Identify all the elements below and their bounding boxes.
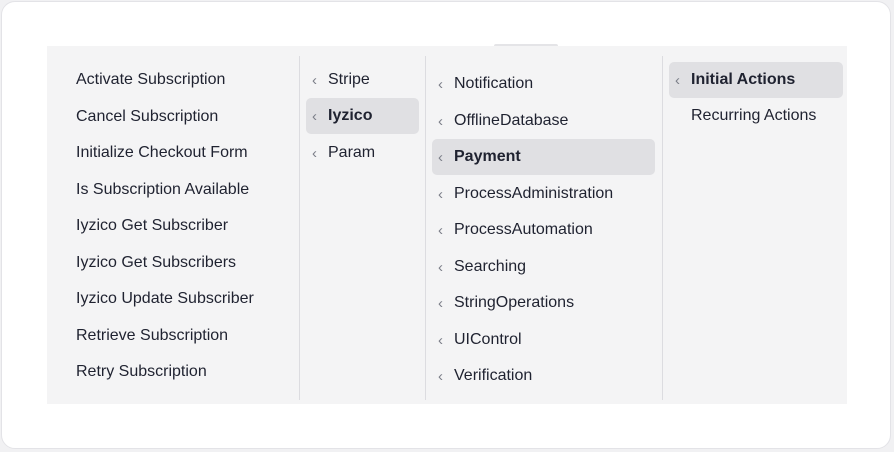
menu-item-label: Iyzico [328,107,373,124]
menu-item-searching[interactable]: ‹ Searching [432,249,655,285]
chevron-left-icon: ‹ [438,258,443,276]
menu-item-label: Stripe [328,71,370,88]
chevron-left-icon: ‹ [438,294,443,312]
menu-item-iyzico-update-subscriber[interactable]: Iyzico Update Subscriber [76,281,254,317]
cascading-menu: Activate Subscription Cancel Subscriptio… [47,46,847,404]
menu-item-label: ProcessAdministration [454,185,614,202]
menu-item-verification[interactable]: ‹ Verification [432,358,655,394]
menu-item-label: Notification [454,75,534,92]
menu-item-label: Verification [454,367,533,384]
menu-item-label: Searching [454,258,527,275]
menu-item-string-operations[interactable]: ‹ StringOperations [432,285,655,321]
menu-item-initial-actions[interactable]: ‹ Initial Actions [669,62,843,98]
menu-item-label: Retry Subscription [76,363,207,380]
menu-item-offline-database[interactable]: ‹ OfflineDatabase [432,103,655,139]
menu-item-label: ProcessAutomation [454,221,593,238]
menu-item-cancel-subscription[interactable]: Cancel Subscription [76,99,218,135]
menu-item-label: Iyzico Get Subscribers [76,254,237,271]
chevron-left-icon: ‹ [438,75,443,93]
menu-item-label: Recurring Actions [691,107,817,124]
menu-item-label: Iyzico Get Subscriber [76,217,229,234]
menu-item-payment[interactable]: ‹ Payment [432,139,655,175]
menu-item-label: Initialize Checkout Form [76,144,248,161]
menu-item-retry-subscription[interactable]: Retry Subscription [76,354,207,390]
menu-item-label: Param [328,144,376,161]
menu-item-iyzico-get-subscriber[interactable]: Iyzico Get Subscriber [76,208,228,244]
menu-item-activate-subscription[interactable]: Activate Subscription [76,62,225,98]
menu-item-ui-control[interactable]: ‹ UIControl [432,322,655,358]
menu-item-iyzico-get-subscribers[interactable]: Iyzico Get Subscribers [76,245,236,281]
menu-item-initialize-checkout-form[interactable]: Initialize Checkout Form [76,135,248,171]
menu-item-iyzico[interactable]: ‹ Iyzico [306,98,419,134]
menu-item-label: Retrieve Subscription [76,327,229,344]
chevron-left-icon: ‹ [438,112,443,130]
menu-item-label: Iyzico Update Subscriber [76,290,254,307]
menu-item-retrieve-subscription[interactable]: Retrieve Subscription [76,318,228,354]
menu-item-process-automation[interactable]: ‹ ProcessAutomation [432,212,655,248]
chevron-left-icon: ‹ [438,331,443,349]
menu-item-label: OfflineDatabase [454,112,569,129]
menu-item-label: Cancel Subscription [76,108,219,125]
chevron-left-icon: ‹ [438,148,443,166]
menu-item-param[interactable]: ‹ Param [306,135,419,171]
chevron-left-icon: ‹ [438,367,443,385]
chevron-left-icon: ‹ [438,221,443,239]
menu-item-label: UIControl [454,331,522,348]
menu-item-label: Payment [454,148,521,165]
menu-item-notification[interactable]: ‹ Notification [432,66,655,102]
menu-item-label: Is Subscription Available [76,181,250,198]
chevron-left-icon: ‹ [312,107,317,125]
menu-item-stripe[interactable]: ‹ Stripe [306,62,419,98]
menu-item-label: Initial Actions [691,71,796,88]
menu-item-label: StringOperations [454,294,575,311]
column-divider [662,56,663,400]
column-divider [425,56,426,400]
menu-item-is-subscription-available[interactable]: Is Subscription Available [76,172,249,208]
menu-item-process-administration[interactable]: ‹ ProcessAdministration [432,176,655,212]
column-divider [299,56,300,400]
menu-item-recurring-actions[interactable]: Recurring Actions [669,98,843,134]
chevron-left-icon: ‹ [438,185,443,203]
chevron-left-icon: ‹ [312,71,317,89]
menu-item-label: Activate Subscription [76,71,226,88]
chevron-left-icon: ‹ [312,144,317,162]
chevron-left-icon: ‹ [675,71,680,89]
